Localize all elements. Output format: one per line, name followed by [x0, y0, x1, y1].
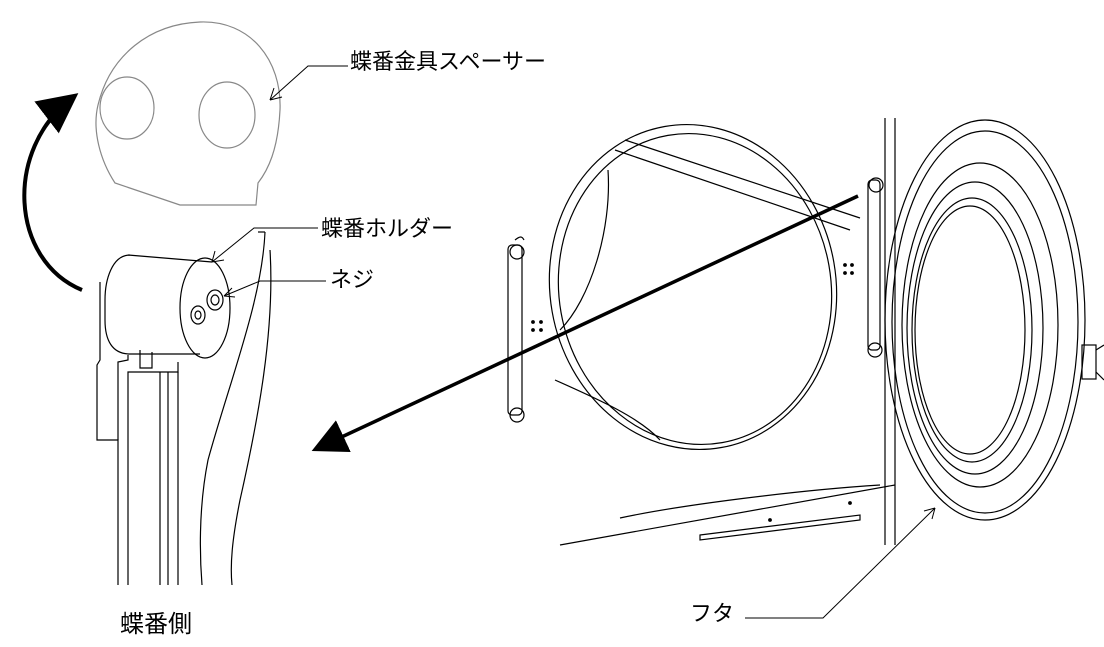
open-door-lid [867, 119, 1104, 521]
hinge-spacer-part [95, 21, 281, 206]
lid-label: フタ [690, 602, 735, 627]
hinge-holder-assembly [96, 231, 272, 586]
diagonal-arrow-icon [311, 194, 859, 453]
hinge-holder-label: 蝶番ホルダー [321, 217, 454, 242]
machine-drum-opening [507, 118, 896, 546]
screw-label: ネジ [330, 268, 375, 293]
hinge-side-label: 蝶番側 [120, 610, 192, 638]
lid-leader-line [745, 507, 936, 619]
spacer-leader-line [269, 65, 348, 101]
screw-leader-line [223, 280, 326, 298]
spacer-label: 蝶番金具スペーサー [350, 50, 547, 75]
curved-arrow-icon [22, 93, 83, 292]
holder-leader-line [211, 227, 318, 263]
